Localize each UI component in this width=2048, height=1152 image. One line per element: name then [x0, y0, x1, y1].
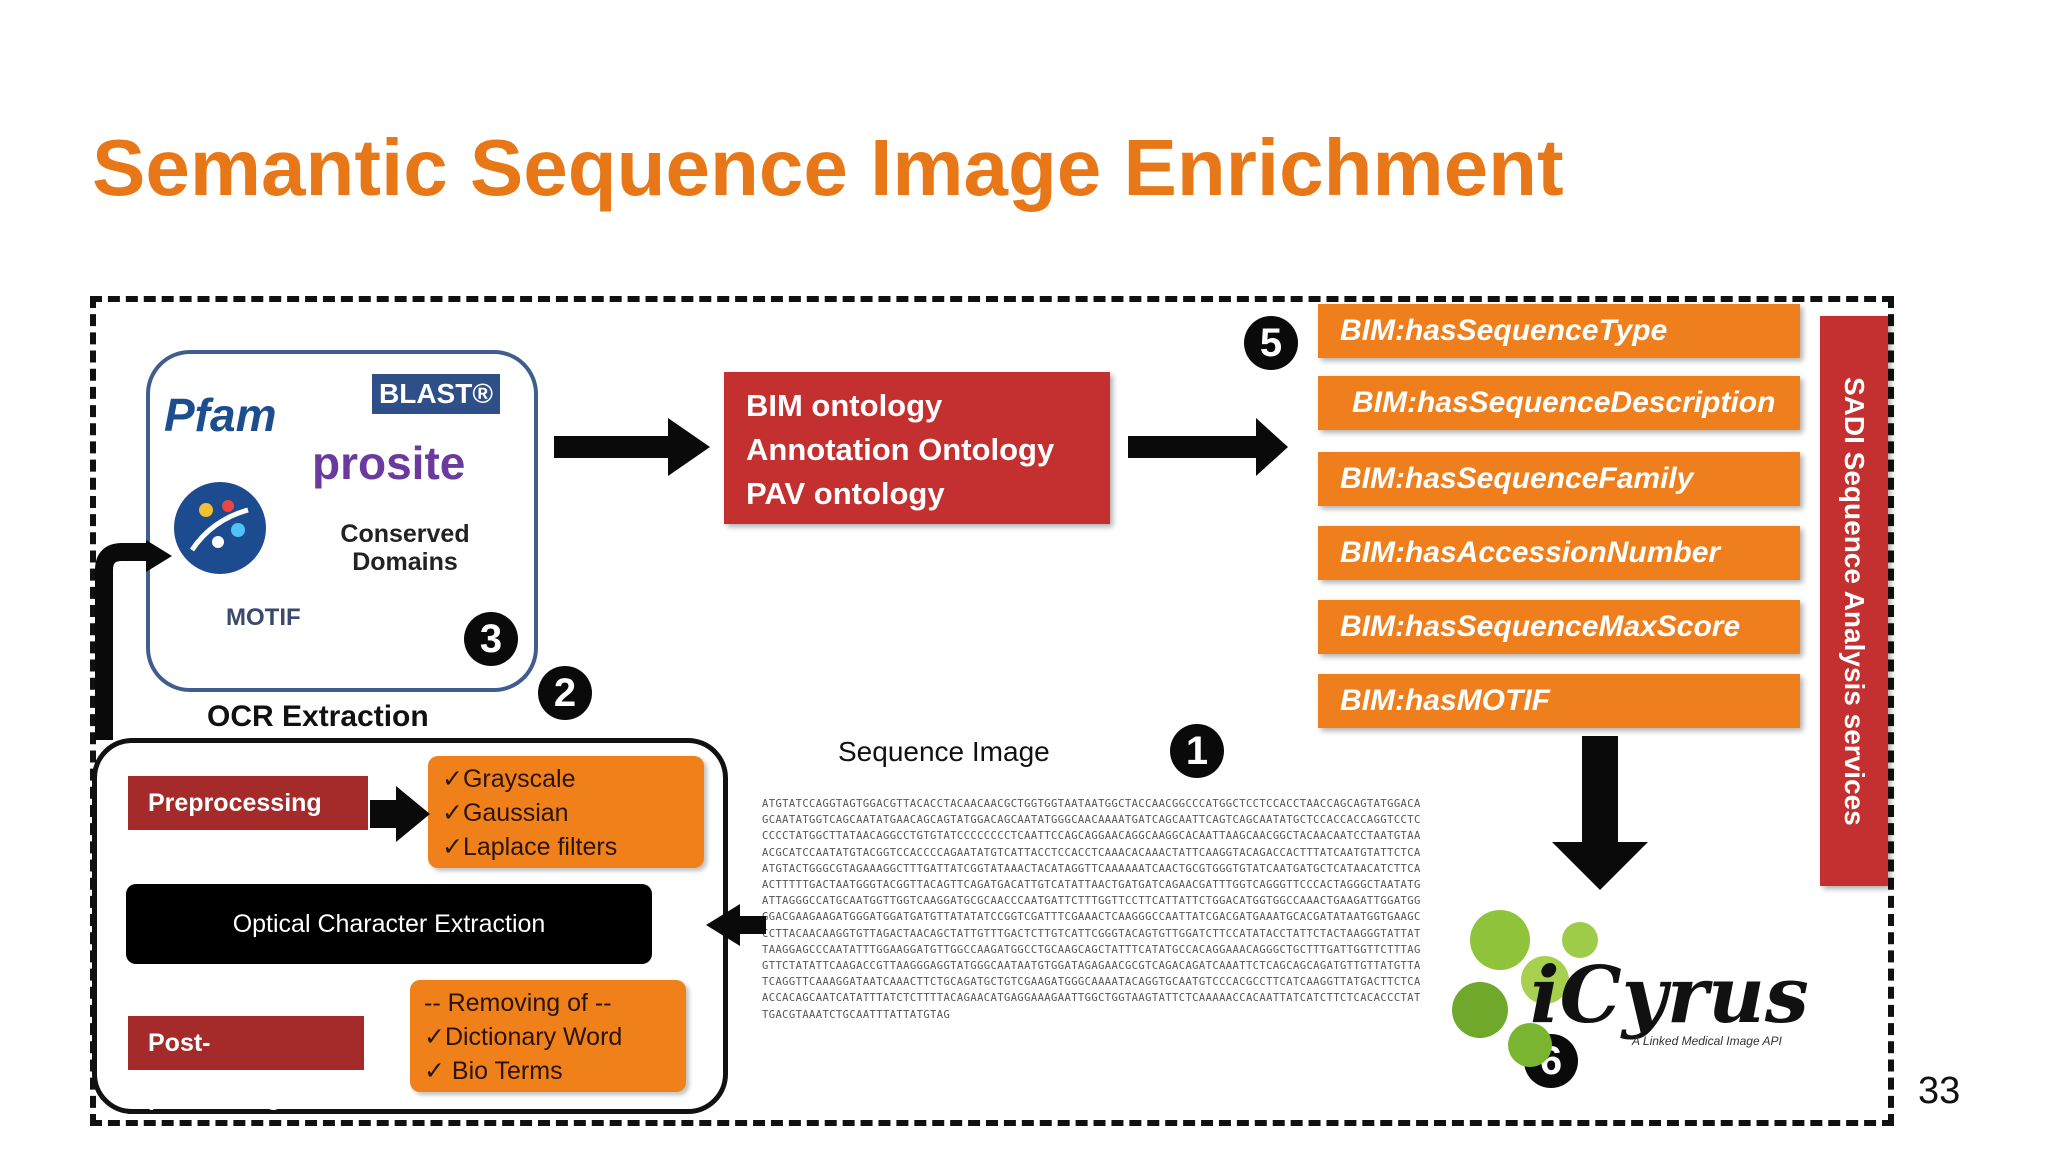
postprocessing-steps: -- Removing of -- ✓Dictionary Word ✓ Bio…	[410, 980, 686, 1092]
blast-logo: BLAST®	[372, 374, 500, 414]
diagram-frame	[90, 296, 1894, 1126]
icyrus-molecule-logo	[1452, 910, 1598, 1067]
motif-icon	[174, 482, 266, 574]
motif-label: MOTIF	[226, 604, 301, 631]
preprocessing-step: ✓Laplace filters	[442, 833, 618, 861]
sequence-image-label: Sequence Image	[838, 736, 1050, 767]
postprocessing-step: -- Removing of --	[424, 989, 612, 1017]
ontology-box: BIM ontology Annotation Ontology PAV ont…	[724, 372, 1110, 524]
icyrus-tagline: A Linked Medical Image API	[1632, 1034, 1782, 1048]
conserved-domains-logo: Conserved Domains	[340, 520, 470, 576]
property-sequence-family: BIM:hasSequenceFamily	[1318, 452, 1800, 506]
ocr-extraction-label: OCR Extraction	[207, 700, 429, 733]
step-3-badge: 3	[464, 612, 518, 666]
postprocessing-label: Post- processing	[128, 1016, 364, 1111]
ontology-item: PAV ontology	[746, 476, 945, 511]
step-2-badge: 2	[538, 666, 592, 720]
sadi-services-banner: SADI Sequence Analysis services	[1820, 316, 1888, 886]
sadi-services-label: SADI Sequence Analysis services	[1839, 376, 1870, 826]
property-motif: BIM:hasMOTIF	[1318, 674, 1800, 728]
postprocessing-step: ✓ Bio Terms	[424, 1057, 563, 1085]
pfam-logo: Pfam	[164, 389, 277, 441]
preprocessing-steps: ✓Grayscale ✓Gaussian ✓Laplace filters	[428, 756, 704, 868]
slide-title: Semantic Sequence Image Enrichment	[92, 123, 1564, 212]
sequence-image: ATGTATCCAGGTAGTGGACGTTACACCTACAACAACGCTG…	[762, 798, 1421, 1021]
ontology-item: Annotation Ontology	[746, 432, 1055, 467]
ontology-item: BIM ontology	[746, 388, 943, 423]
preprocessing-step: ✓Grayscale	[442, 765, 576, 793]
step-5-badge: 5	[1244, 316, 1298, 370]
icyrus-wordmark: iCyrus	[1530, 950, 1809, 1041]
postprocessing-step: ✓Dictionary Word	[424, 1023, 623, 1051]
property-accession-number: BIM:hasAccessionNumber	[1318, 526, 1800, 580]
prosite-logo: prosite	[312, 437, 466, 489]
preprocessing-step: ✓Gaussian	[442, 799, 569, 827]
preprocessing-label: Preprocessing	[128, 776, 368, 830]
property-sequence-description: BIM:hasSequenceDescription	[1318, 376, 1800, 430]
property-sequence-max-score: BIM:hasSequenceMaxScore	[1318, 600, 1800, 654]
property-sequence-type: BIM:hasSequenceType	[1318, 304, 1800, 358]
step-1-badge: 1	[1170, 724, 1224, 778]
page-number: 33	[1918, 1070, 1961, 1112]
optical-character-extraction: Optical Character Extraction	[126, 884, 652, 964]
